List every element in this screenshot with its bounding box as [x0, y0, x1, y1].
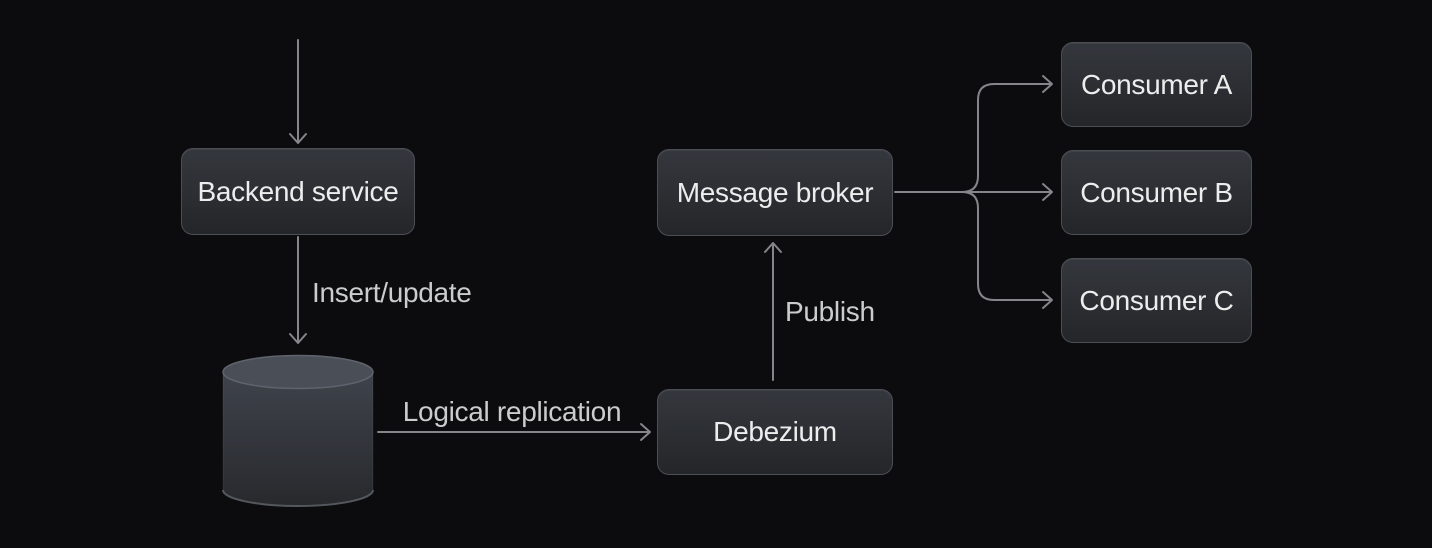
database-cylinder-body [222, 371, 374, 507]
arrow-database-to-debezium [377, 423, 651, 441]
arrowhead-right-icon [1042, 291, 1053, 309]
arrowhead-down-icon [289, 333, 307, 344]
arrow-broker-to-consumer-c [961, 191, 1053, 309]
node-debezium: Debezium [657, 389, 893, 475]
node-message-broker-label: Message broker [676, 176, 874, 208]
arrowhead-up-icon [764, 242, 782, 253]
edge-label-logical-replication: Logical replication [402, 396, 622, 427]
arrow-backend-to-database [289, 236, 307, 344]
node-backend-service-label: Backend service [197, 175, 399, 207]
database-cylinder-bottom-rim [222, 489, 374, 507]
edge-label-insert-update: Insert/update [312, 277, 472, 308]
database-cylinder-top [222, 354, 374, 390]
arrow-into-backend-service [289, 39, 307, 144]
node-consumer-a-label: Consumer A [1080, 68, 1233, 100]
arrow-broker-to-consumer-a [961, 75, 1053, 193]
node-consumer-b-label: Consumer B [1080, 176, 1233, 208]
node-consumer-a: Consumer A [1061, 42, 1252, 127]
node-consumer-b: Consumer B [1061, 150, 1252, 235]
arrowhead-right-icon [640, 423, 651, 441]
database-cylinder [222, 354, 374, 507]
node-backend-service: Backend service [181, 148, 415, 235]
arrowhead-down-icon [289, 133, 307, 144]
edge-label-publish: Publish [785, 296, 875, 327]
node-consumer-c-label: Consumer C [1079, 284, 1234, 316]
arrow-broker-to-consumer-b [894, 183, 1053, 201]
node-debezium-label: Debezium [713, 416, 837, 447]
arrowhead-right-icon [1042, 183, 1053, 201]
arrow-debezium-to-broker [764, 242, 782, 381]
node-message-broker: Message broker [657, 149, 893, 236]
node-consumer-c: Consumer C [1061, 258, 1252, 343]
arrowhead-right-icon [1042, 75, 1053, 93]
